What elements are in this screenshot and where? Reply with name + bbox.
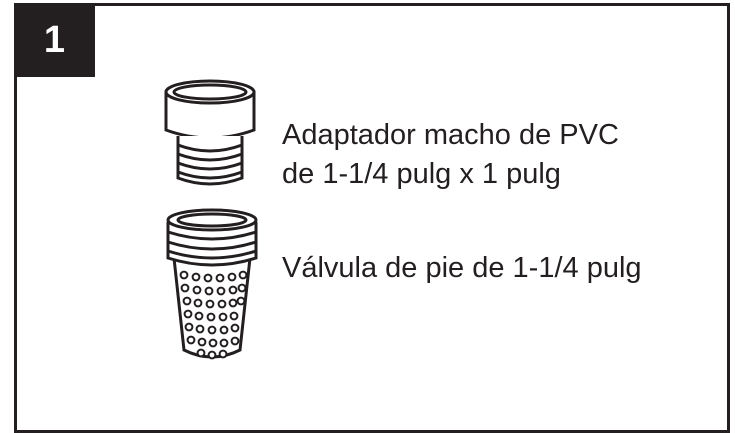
adapter-label: Adaptador macho de PVC de 1-1/4 pulg x 1… xyxy=(282,116,619,194)
foot-valve-label-line1: Válvula de pie de 1-1/4 pulg xyxy=(282,252,642,284)
pvc-male-adapter-icon xyxy=(164,79,256,186)
step-number-badge: 1 xyxy=(14,3,95,77)
adapter-label-line2: de 1-1/4 pulg x 1 pulg xyxy=(282,158,561,190)
parts-illustration xyxy=(164,79,258,360)
foot-valve-label: Válvula de pie de 1-1/4 pulg xyxy=(282,249,642,288)
foot-valve-icon xyxy=(166,208,258,360)
adapter-label-line1: Adaptador macho de PVC xyxy=(282,119,619,151)
